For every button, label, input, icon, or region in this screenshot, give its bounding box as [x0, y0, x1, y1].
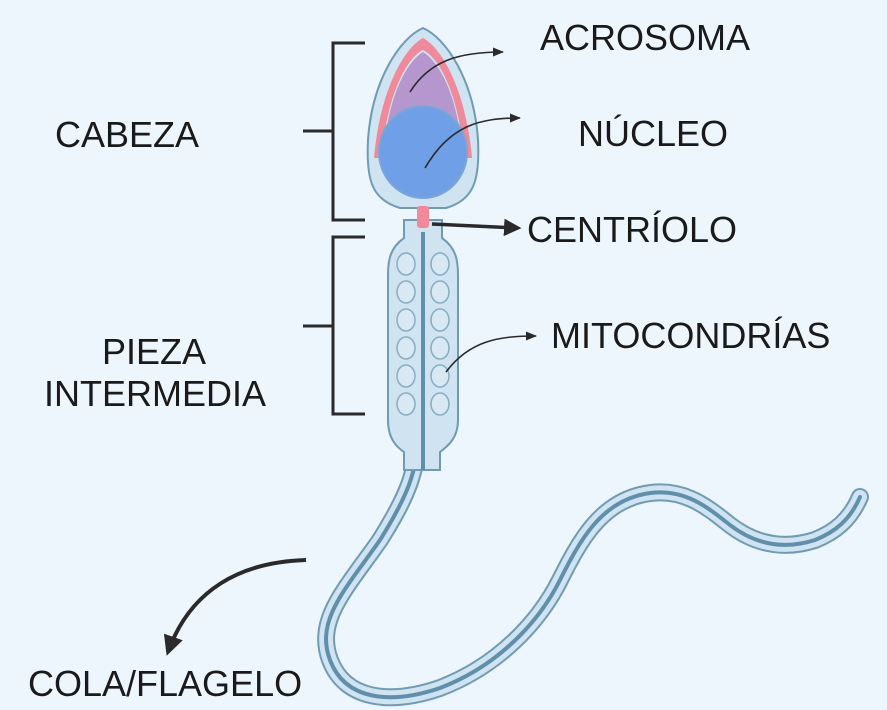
label-pieza: PIEZA	[102, 334, 206, 370]
nucleus	[379, 106, 467, 198]
label-mitocondrias: MITOCONDRÍAS	[551, 318, 830, 354]
pointer-cola	[168, 560, 306, 652]
pointer-mitocondrias	[446, 336, 536, 372]
label-intermedia: INTERMEDIA	[44, 376, 266, 412]
pointer-centriolo	[432, 224, 518, 228]
head	[368, 28, 479, 228]
label-nucleo: NÚCLEO	[578, 116, 728, 152]
label-centriolo: CENTRÍOLO	[527, 212, 737, 248]
bracket-pieza-intermedia	[303, 237, 365, 414]
centriole	[417, 206, 429, 228]
label-cola: COLA/FLAGELO	[28, 666, 302, 702]
bracket-cabeza	[303, 43, 365, 220]
label-cabeza: CABEZA	[55, 117, 199, 153]
label-acrosoma: ACROSOMA	[540, 20, 750, 56]
